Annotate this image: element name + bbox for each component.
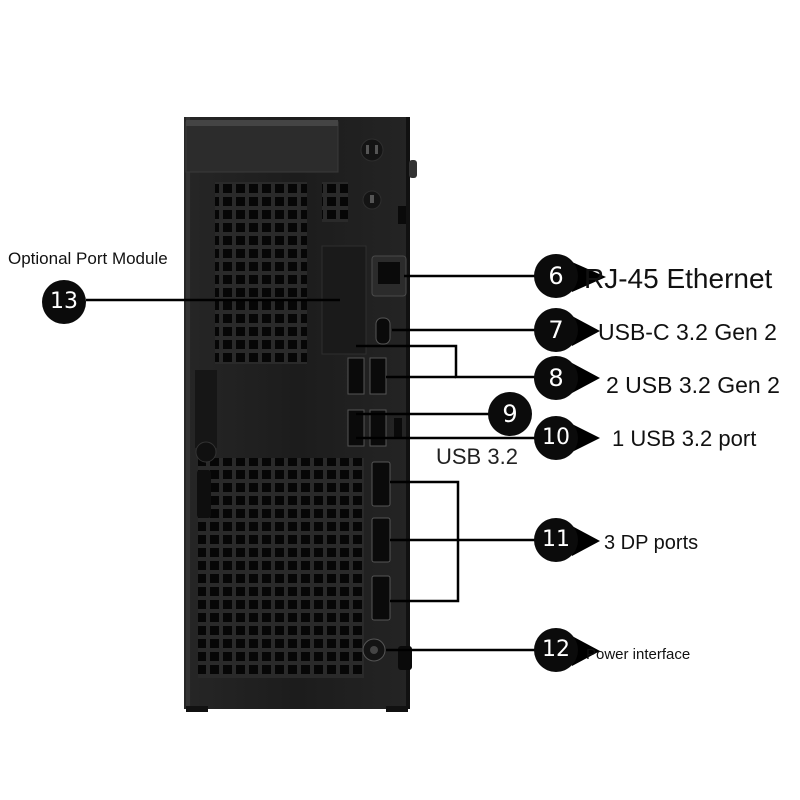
label-optional-port-module: Optional Port Module [8, 249, 168, 268]
callout-8-badge: 8 [534, 356, 578, 400]
callout-10-badge: 10 [534, 416, 578, 460]
label-power-interface: Power interface [586, 646, 691, 663]
label-usb-gen2: 2 USB 3.2 Gen 2 [606, 372, 780, 398]
usb-a-port [369, 409, 387, 447]
callout-9-badge: 9 [488, 392, 532, 436]
usb-a-port [347, 357, 365, 395]
label-usb-3-2: USB 3.2 [436, 444, 518, 469]
usb-c-port [375, 317, 391, 345]
dp-port [371, 461, 391, 507]
callout-12-badge: 12 [534, 628, 578, 672]
dp-port [371, 575, 391, 621]
label-usb-port: 1 USB 3.2 port [612, 426, 757, 451]
lower-vent [198, 458, 364, 678]
label-rj45-ethernet: RJ-45 Ethernet [584, 263, 773, 294]
label-dp-ports: 3 DP ports [604, 532, 699, 554]
label-usb-c: USB-C 3.2 Gen 2 [598, 319, 777, 345]
dp-port [371, 517, 391, 563]
callout-13-badge: 13 [42, 280, 86, 324]
top-handle [185, 121, 339, 173]
callout-11-badge: 11 [534, 518, 578, 562]
leader-lines [86, 274, 540, 652]
usb-a-port [369, 357, 387, 395]
upper-vent [215, 182, 307, 364]
callout-6-badge: 6 [534, 254, 578, 298]
callout-7-badge: 7 [534, 308, 578, 352]
usb-a-port [347, 409, 365, 447]
